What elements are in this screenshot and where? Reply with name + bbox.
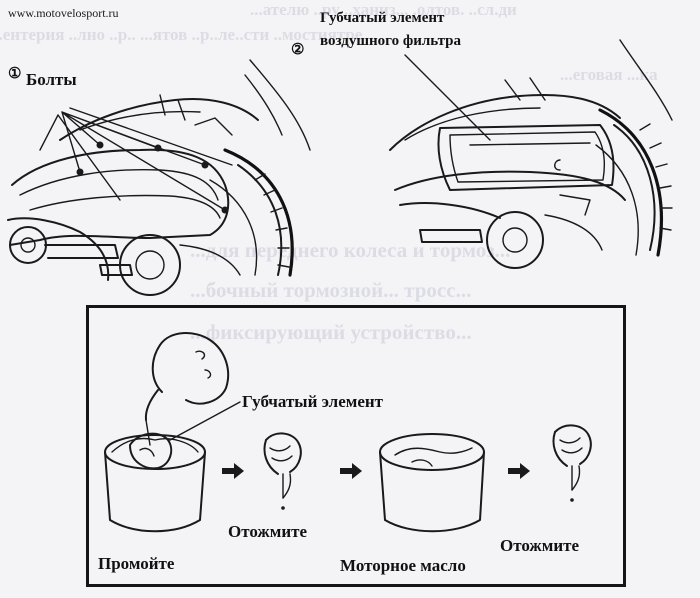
step-squeeze-2-label: Отожмите bbox=[500, 536, 580, 555]
bolts-callout-label: Болты bbox=[26, 70, 77, 89]
sponge-callout-label-1: Губчатый элемент bbox=[320, 10, 445, 26]
bleed-line-6: ...фиксирующий устройство... bbox=[190, 320, 472, 344]
site-url: www.motovelosport.ru bbox=[8, 6, 119, 20]
step-wash-label: Промойте bbox=[98, 554, 175, 573]
sponge-callout-number: ② bbox=[291, 42, 305, 58]
bleed-line-3: ...еговая ...ка bbox=[560, 65, 658, 84]
sponge-callout-label-2: воздушного фильтра bbox=[320, 33, 462, 49]
bolts-callout-number: ① bbox=[8, 66, 22, 82]
step-engine-oil-label: Моторное масло bbox=[340, 556, 466, 575]
bleed-line-1: ...ателю ..ру ..ханиз... .олтов. ..сл.ди bbox=[250, 0, 517, 19]
cleaning-procedure-frame bbox=[86, 305, 626, 587]
step-squeeze-1-label: Отожмите bbox=[228, 522, 308, 541]
bleed-line-5: ...бочный тормозной... тросс... bbox=[190, 278, 472, 302]
sponge-element-label: Губчатый элемент bbox=[242, 392, 384, 411]
bleed-line-2: ...ентерия ..лно ..р.. ...ятов ..р..ле..… bbox=[0, 25, 363, 44]
